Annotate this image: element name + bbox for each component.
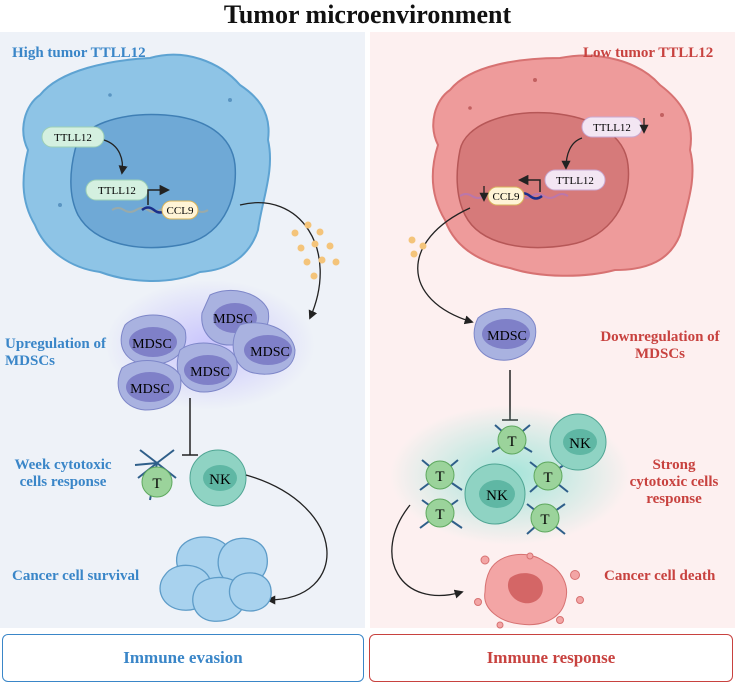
right-ttll12-nuclear-pill xyxy=(544,169,606,191)
right-mdsc-label: MDSC xyxy=(487,329,527,344)
immune-response-label: Immune response xyxy=(486,648,616,667)
left-ccl9-pill xyxy=(161,200,199,220)
left-heading: High tumor TTLL12 xyxy=(12,45,146,61)
right-response-label: Strong cytotoxic cells response xyxy=(629,457,719,507)
right-dying-cancer-cell xyxy=(474,552,584,629)
right-t-label-1: T xyxy=(507,434,516,450)
left-mdsc-label-5: MDSC xyxy=(130,382,170,397)
left-ttll12-cyto-label: TTLL12 xyxy=(54,132,92,144)
right-ttll12-cyto-label: TTLL12 xyxy=(593,122,631,134)
left-mdsc-cluster: MDSC MDSC MDSC MDSC MDSC xyxy=(105,280,315,411)
right-nk-label-2: NK xyxy=(486,488,508,504)
left-t-label: T xyxy=(152,476,161,492)
left-mdsc-label-2: MDSC xyxy=(132,337,172,352)
right-ccl9-label: CCL9 xyxy=(493,191,520,203)
immune-evasion-box: Immune evasion xyxy=(2,634,364,682)
right-heading: Low tumor TTLL12 xyxy=(583,45,714,61)
right-t-label-4: T xyxy=(435,507,444,523)
left-mdsc-label-4: MDSC xyxy=(190,365,230,380)
left-response-label: Week cytotoxic cells response xyxy=(14,457,112,490)
right-nk-label-1: NK xyxy=(569,436,591,452)
figure-title: Tumor microenvironment xyxy=(223,0,512,29)
immune-evasion-label: Immune evasion xyxy=(123,648,243,667)
left-ccl9-particles xyxy=(291,221,340,280)
left-t-cell: T xyxy=(134,449,177,501)
right-tumor-cell xyxy=(431,54,694,277)
right-t-label-2: T xyxy=(435,469,444,485)
left-mdsc-label-1: MDSC xyxy=(213,312,253,327)
right-immune-cluster: NK NK T T T T T xyxy=(390,405,630,545)
right-t-label-3: T xyxy=(543,470,552,486)
immune-response-box: Immune response xyxy=(369,634,733,682)
right-t-label-5: T xyxy=(540,512,549,528)
right-death-label: Cancer cell death xyxy=(604,568,716,584)
right-downregulation-label: Downregulation of MDSCs xyxy=(600,329,720,362)
left-nk-label: NK xyxy=(209,472,231,488)
left-ccl9-label: CCL9 xyxy=(167,205,194,217)
right-ttll12-nuclear-label: TTLL12 xyxy=(556,175,594,187)
right-ccl9-particles xyxy=(408,236,427,258)
right-mdsc-cell: MDSC xyxy=(473,307,537,361)
left-surviving-cancer-cells xyxy=(159,536,272,622)
left-nk-cell: NK xyxy=(189,449,247,507)
left-ttll12-cyto-pill xyxy=(41,126,105,148)
right-nucleus xyxy=(456,111,630,249)
left-tumor-cell xyxy=(22,53,272,282)
left-ttll12-nuclear-label: TTLL12 xyxy=(98,185,136,197)
left-survival-label: Cancer cell survival xyxy=(12,568,140,584)
left-mdsc-label-3: MDSC xyxy=(250,345,290,360)
left-upregulation-label: Upregulation of MDSCs xyxy=(5,336,106,369)
